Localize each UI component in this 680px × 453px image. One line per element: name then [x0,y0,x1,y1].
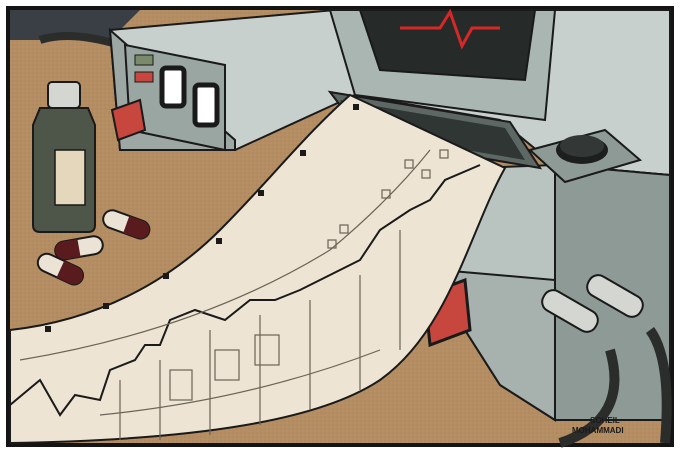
dial [527,128,643,184]
building-lines [19,149,431,440]
display-window-left [159,65,187,109]
plug-left [541,289,599,333]
perforation-holes [45,104,359,332]
bottle-label [54,149,86,206]
medicine-bottle [32,81,96,233]
signature-line-1: SOHEIL [590,416,620,425]
control-panel [110,43,226,152]
plug-right [586,274,644,318]
paper-strip [9,93,507,445]
signature-line-2: MOHAMMADI [572,426,624,435]
pills [36,209,151,286]
monitor [328,8,557,122]
bottle-cap [47,81,81,109]
ecg-trace-screen [400,8,500,50]
pill-2 [54,235,104,261]
skyline-trace [9,164,481,417]
dark-corner [10,10,140,40]
ecg-paper [9,93,507,445]
power-switch-top [110,98,147,142]
pill-1 [102,209,151,240]
display-window-right [192,82,220,128]
cables [541,274,672,448]
cable-right [645,327,672,444]
pill-3 [36,252,85,286]
dial-knob-top [560,135,604,157]
indicator-light-green [134,54,154,66]
cable-left [558,348,620,448]
indicator-light-red [134,71,154,83]
monitor-screen [358,9,537,82]
building-windows [169,149,449,401]
